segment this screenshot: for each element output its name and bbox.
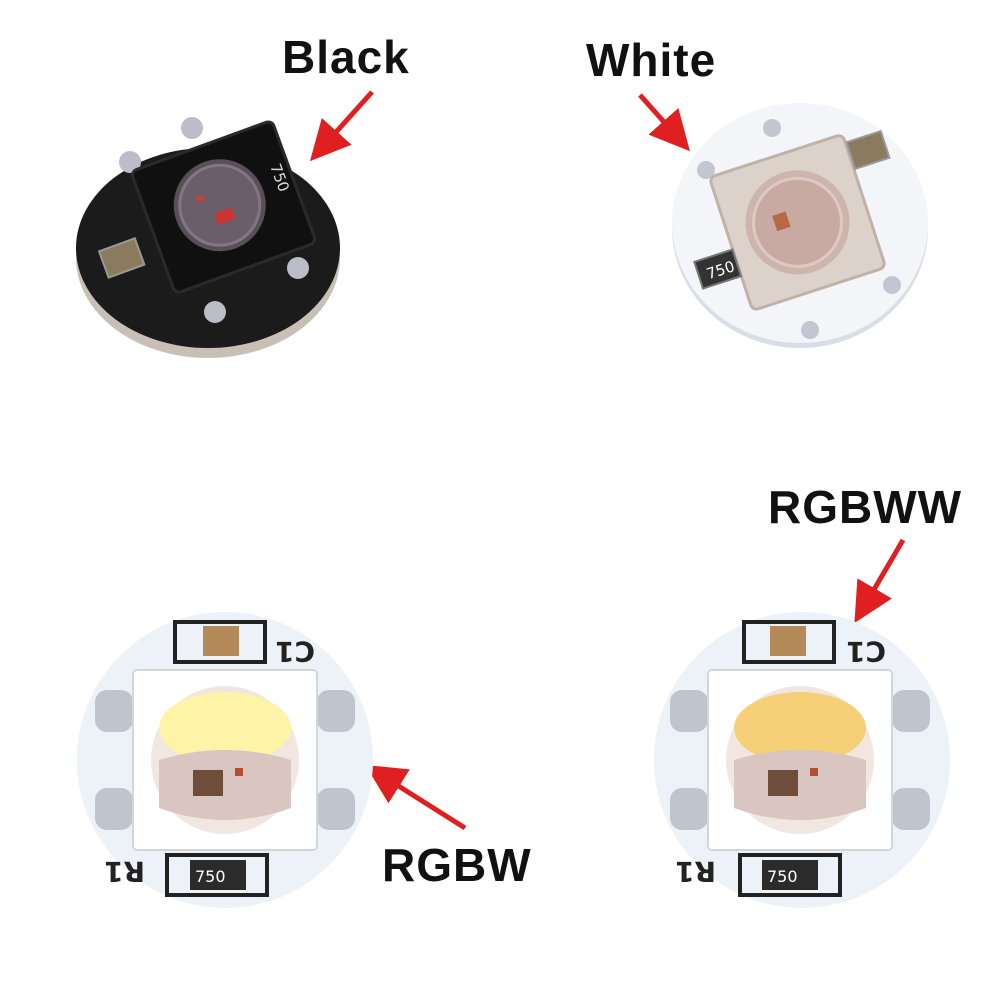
capacitor [770,626,806,656]
pad-hole [204,301,226,323]
svg-text:C1: C1 [275,635,315,668]
white-pcb-led-module: 750 [672,103,928,348]
black-pcb-led-module: 750 [76,117,340,358]
arrow-rgbw [365,764,467,831]
svg-text:R1: R1 [104,855,145,888]
capacitor-pad [742,620,836,664]
arrow-rgbww [854,538,906,623]
solder-pad [95,788,133,830]
pad-hole [181,117,203,139]
label-rgbw: RGBW [382,839,532,891]
resistor-pad [165,853,269,897]
resistor-pad [738,853,842,897]
solder-pad [670,690,708,732]
label-rgbww: RGBWW [768,481,963,533]
arrow-white [638,93,690,152]
capacitor [97,237,146,279]
white-phosphor [159,692,291,764]
solder-pad [892,690,930,732]
label-white: White [586,34,717,86]
capacitor-pad [173,620,267,664]
pad-hole [697,161,715,179]
resistor [190,860,246,890]
svg-text:R1: R1 [675,855,716,888]
pad-hole [287,257,309,279]
capacitor [845,129,891,171]
pad-hole [119,151,141,173]
solder-pad [892,788,930,830]
resistor-code: 750 [767,867,798,886]
pad-hole [763,119,781,137]
solder-pad [95,690,133,732]
capacitor [203,626,239,656]
svg-text:C1: C1 [846,635,886,668]
resistor [762,860,818,890]
rgbw-pcb-led-module: C1 750 R1 [77,612,373,908]
pad-hole [801,321,819,339]
solder-pad [670,788,708,830]
solder-pad [317,788,355,830]
resistor [693,248,743,290]
rgbww-pcb-led-module: C1 750 R1 [654,612,950,908]
warm-white-phosphor [734,692,866,764]
solder-pad [317,690,355,732]
label-black: Black [282,31,410,83]
arrow-black [309,90,374,162]
resistor-code: 750 [195,867,226,886]
pad-hole [883,276,901,294]
